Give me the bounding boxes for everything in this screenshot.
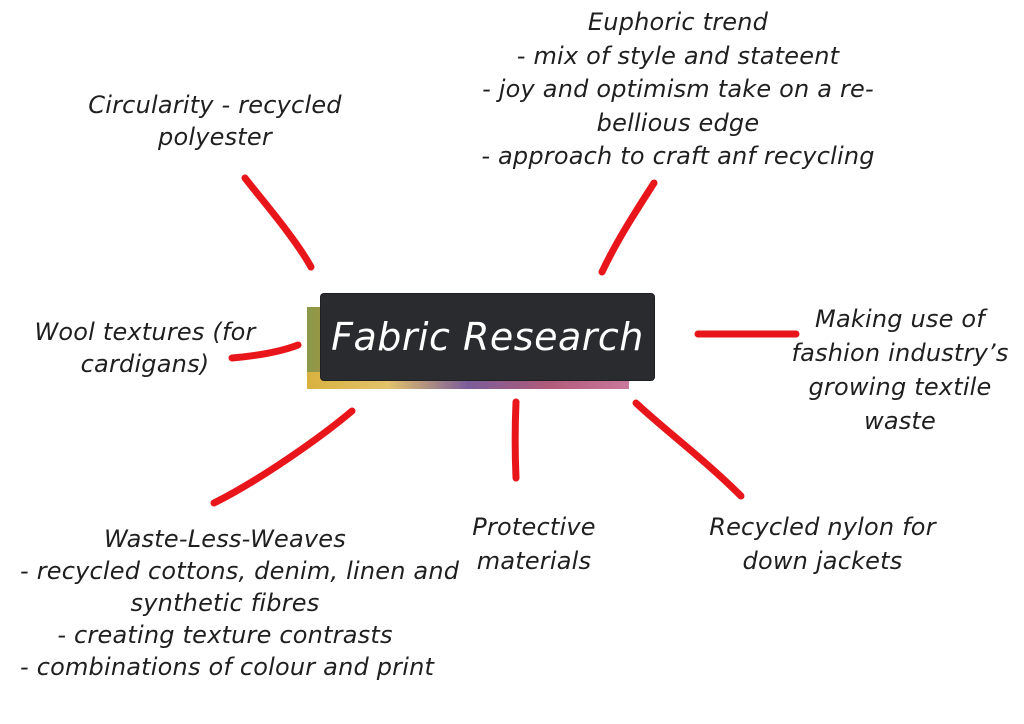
node-circularity-line-1: Circularity - recycled bbox=[88, 91, 342, 119]
node-euphoric-line-5: - approach to craft anf recycling bbox=[481, 142, 875, 170]
node-protective-materials: Protective materials bbox=[444, 510, 624, 578]
node-textile-waste: Making use of fashion industry’s growing… bbox=[780, 302, 1020, 438]
node-euphoric-line-1: Euphoric trend bbox=[587, 8, 769, 36]
node-wool-line-1: Wool textures (for bbox=[34, 318, 256, 346]
node-euphoric-trend: Euphoric trend - mix of style and statee… bbox=[478, 6, 878, 174]
connector-circularity bbox=[241, 174, 315, 271]
node-euphoric-line-4: bellious edge bbox=[596, 108, 760, 137]
node-waste-use-line-2: fashion industry’s bbox=[791, 339, 1009, 367]
center-title: Fabric Research bbox=[331, 315, 644, 359]
node-protective-line-1: Protective bbox=[472, 513, 596, 541]
node-waste-less-line-3: synthetic fibres bbox=[130, 589, 320, 617]
node-waste-less-line-4: - creating texture contrasts bbox=[57, 621, 393, 649]
node-waste-less-line-1: Waste-Less-Weaves bbox=[104, 525, 346, 553]
node-wool-textures: Wool textures (for cardigans) bbox=[20, 316, 270, 380]
node-circularity-line-2: polyester bbox=[158, 123, 272, 151]
center-title-box bbox=[321, 294, 654, 380]
node-waste-less-line-5: - combinations of colour and print bbox=[20, 653, 435, 681]
node-waste-use-line-3: growing textile bbox=[808, 373, 992, 401]
connector-waste-less bbox=[210, 407, 356, 507]
connector-wool bbox=[228, 341, 302, 362]
node-waste-use-line-4: waste bbox=[863, 407, 936, 435]
connector-euphoric bbox=[598, 179, 658, 276]
node-waste-use-line-1: Making use of bbox=[815, 305, 985, 333]
node-waste-less-line-2: - recycled cottons, denim, linen and bbox=[20, 557, 460, 585]
node-waste-less-weaves: Waste-Less-Weaves - recycled cottons, de… bbox=[20, 523, 460, 683]
node-protective-line-2: materials bbox=[476, 547, 592, 575]
node-circularity: Circularity - recycled polyester bbox=[80, 89, 350, 153]
node-euphoric-line-2: - mix of style and stateent bbox=[516, 41, 840, 70]
node-nylon-line-2: down jackets bbox=[742, 547, 903, 575]
node-recycled-nylon: Recycled nylon for down jackets bbox=[700, 510, 945, 578]
node-nylon-line-1: Recycled nylon for bbox=[709, 513, 936, 541]
node-wool-line-2: cardigans) bbox=[80, 350, 210, 378]
connector-protective bbox=[511, 398, 520, 482]
node-euphoric-line-3: - joy and optimism take on a re- bbox=[482, 75, 874, 103]
connector-nylon bbox=[632, 399, 745, 500]
